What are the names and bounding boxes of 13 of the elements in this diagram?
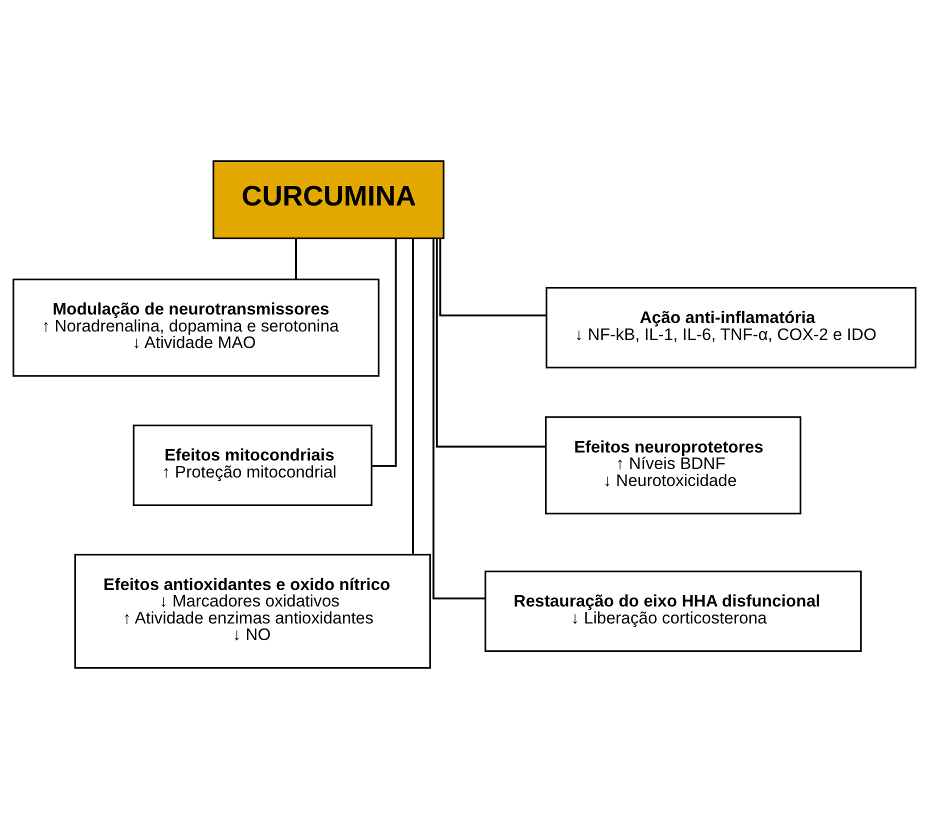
node-box: Efeitos antioxidantes e oxido nítrico ↓ Marcadores oxidativos ↑ Atividade enzimas antioxidantes ↓ NO (74, 553, 431, 668)
connector (432, 238, 485, 599)
node-box: Efeitos neuroprotetores ↑ Níveis BDNF ↓ Neurotoxicidade (545, 416, 802, 514)
node-box: CURCUMINA (212, 160, 444, 239)
node-box: Ação anti-inflamatória ↓ NF-kB, IL-1, IL-6, TNF-α, COX-2 e IDO (546, 286, 916, 368)
connector (295, 238, 297, 279)
connector (439, 238, 546, 316)
node-box: Restauração do eixo HHA disfuncional ↓ Liberação corticosterona (484, 570, 862, 652)
connector (436, 238, 546, 448)
connector (372, 238, 397, 466)
node-box: Modulação de neurotransmissores ↑ Noradrenalina, dopamina e serotonina ↓ Atividade MAO (12, 278, 380, 376)
connector (412, 238, 414, 554)
node-box: Efeitos mitocondriais ↑ Proteção mitocondrial (132, 424, 372, 506)
